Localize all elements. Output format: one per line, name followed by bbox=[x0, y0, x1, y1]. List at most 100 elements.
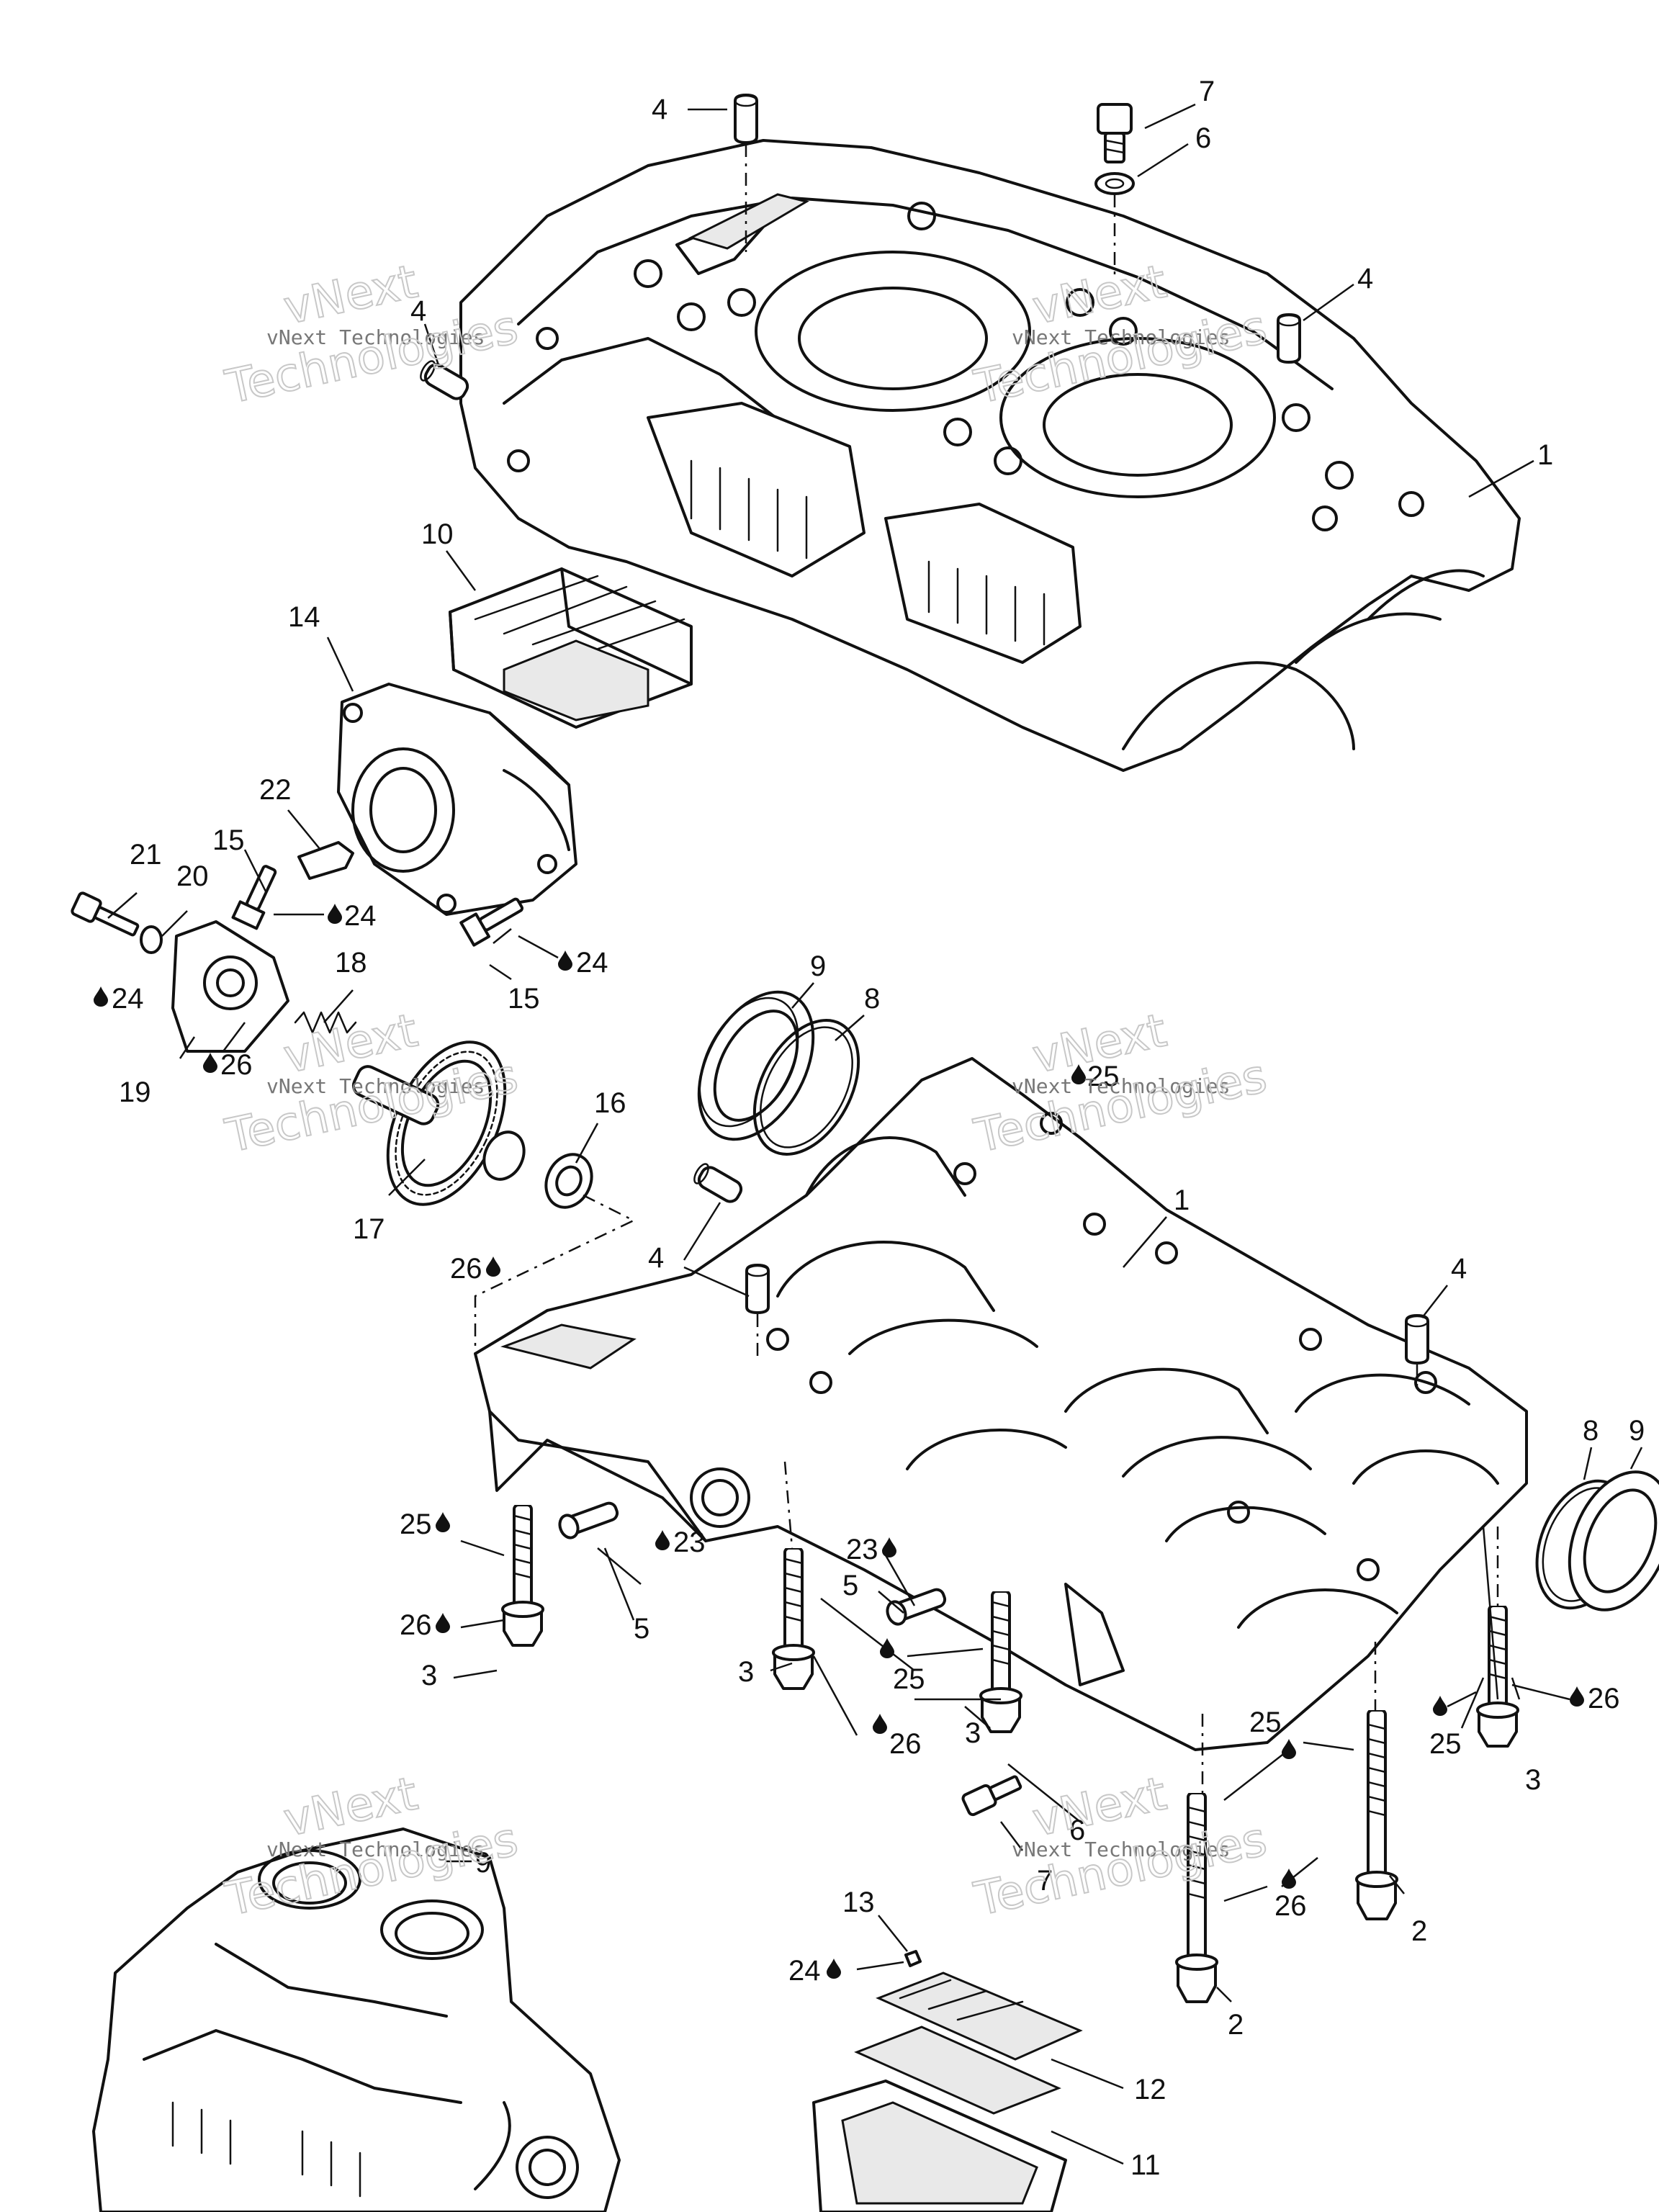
svg-text:vNext Technologies: vNext Technologies bbox=[1012, 1838, 1230, 1861]
lube-callout-26: 26 bbox=[873, 1714, 922, 1760]
callout-4: 4 bbox=[648, 1242, 664, 1274]
callout-26: 26 bbox=[1274, 1890, 1307, 1922]
svg-text:vNext Technologies: vNext Technologies bbox=[266, 325, 485, 349]
callout-19: 19 bbox=[119, 1076, 151, 1108]
callout-1: 1 bbox=[1174, 1184, 1190, 1216]
callout-13: 13 bbox=[842, 1887, 875, 1918]
callout-8: 8 bbox=[1583, 1415, 1599, 1447]
callout-3: 3 bbox=[421, 1660, 437, 1691]
dowel-pin bbox=[1405, 1314, 1429, 1364]
bolt-2 bbox=[1355, 1710, 1398, 1920]
callout-9: 9 bbox=[1629, 1415, 1645, 1447]
reed-cage-11 bbox=[812, 2080, 1067, 2212]
bolt-15-left bbox=[231, 865, 277, 930]
dowel-pin bbox=[693, 1163, 743, 1203]
reed-petal-12 bbox=[854, 1972, 1083, 2115]
rotary-valve-cover bbox=[171, 920, 289, 1053]
lube-callout-26: 26 bbox=[203, 1049, 253, 1081]
screw-13 bbox=[904, 1950, 922, 1967]
callout-3: 3 bbox=[965, 1717, 981, 1749]
lube-callout-25: 25 bbox=[1071, 1061, 1120, 1092]
callout-3: 3 bbox=[1525, 1764, 1541, 1796]
lube-callout-26: 26 bbox=[400, 1609, 450, 1641]
callout-labels: 4 7 6 4 4 1 10 14 22 21 15 20 24 24 24 1… bbox=[94, 76, 1645, 2181]
callout-22: 22 bbox=[259, 774, 292, 806]
callout-2: 2 bbox=[1228, 2009, 1244, 2041]
callout-24: 24 bbox=[112, 983, 144, 1015]
lube-callout-24: 24 bbox=[94, 983, 144, 1015]
callout-6: 6 bbox=[1069, 1815, 1085, 1846]
callout-4: 4 bbox=[1451, 1253, 1467, 1285]
callout-23: 23 bbox=[673, 1527, 706, 1558]
lube-callout-25: 25 bbox=[1429, 1696, 1462, 1760]
dowel-pin bbox=[420, 360, 469, 400]
callout-23: 23 bbox=[846, 1534, 878, 1565]
callout-25: 25 bbox=[1429, 1728, 1462, 1760]
lube-callout-25: 25 bbox=[400, 1509, 450, 1540]
callout-18: 18 bbox=[335, 947, 367, 979]
callout-9: 9 bbox=[475, 1847, 491, 1879]
bolt-3 bbox=[501, 1505, 544, 1647]
washer-20 bbox=[140, 925, 163, 954]
lube-callout-26: 26 bbox=[450, 1253, 500, 1285]
lube-callout-24: 24 bbox=[788, 1955, 841, 1987]
bolt-3 bbox=[1476, 1606, 1519, 1748]
callout-10: 10 bbox=[421, 518, 454, 550]
callout-25: 25 bbox=[400, 1509, 432, 1540]
callout-3: 3 bbox=[738, 1656, 754, 1688]
bolt-15-right bbox=[459, 897, 523, 947]
svg-text:vNext Technologies: vNext Technologies bbox=[266, 1074, 485, 1098]
callout-26: 26 bbox=[400, 1609, 432, 1641]
plug-5 bbox=[558, 1501, 619, 1539]
dowel-pin bbox=[1277, 313, 1301, 364]
callout-24: 24 bbox=[576, 947, 608, 979]
callout-26: 26 bbox=[889, 1728, 922, 1760]
lube-callout-24: 24 bbox=[328, 900, 377, 932]
callout-9: 9 bbox=[810, 950, 826, 982]
lube-callout-24: 24 bbox=[558, 947, 608, 979]
callout-24: 24 bbox=[344, 900, 377, 932]
callout-4: 4 bbox=[410, 295, 426, 327]
callout-26: 26 bbox=[1588, 1683, 1620, 1714]
lube-callout-23: 23 bbox=[846, 1534, 896, 1565]
callout-15: 15 bbox=[212, 824, 245, 856]
callout-20: 20 bbox=[176, 860, 209, 892]
o-ring-8-upper bbox=[752, 1019, 860, 1156]
svg-text:vNext: vNext bbox=[279, 255, 422, 335]
callout-11: 11 bbox=[1130, 2149, 1161, 2181]
lube-callout-26: 26 bbox=[1274, 1869, 1307, 1922]
svg-text:vNext Technologies: vNext Technologies bbox=[1012, 325, 1230, 349]
seal-9-lower bbox=[1568, 1470, 1659, 1611]
callout-25: 25 bbox=[1087, 1061, 1120, 1092]
callout-25: 25 bbox=[893, 1663, 925, 1695]
callout-5: 5 bbox=[634, 1613, 649, 1645]
spring-18 bbox=[294, 1011, 357, 1034]
dowel-pin bbox=[734, 94, 758, 144]
callout-24: 24 bbox=[788, 1955, 821, 1987]
clip-22 bbox=[297, 841, 354, 880]
reed-valve-block bbox=[449, 567, 693, 729]
screw-21 bbox=[71, 891, 140, 937]
svg-text:vNext Technologies: vNext Technologies bbox=[266, 1838, 485, 1861]
intake-manifold bbox=[337, 683, 577, 916]
lube-callout-25: 25 bbox=[1249, 1707, 1296, 1759]
upper-crankcase bbox=[459, 139, 1521, 772]
callout-4: 4 bbox=[652, 94, 667, 125]
callout-26: 26 bbox=[220, 1049, 253, 1081]
leader-lines bbox=[107, 103, 1643, 2165]
seal-9-upper bbox=[697, 990, 815, 1141]
callout-6: 6 bbox=[1195, 122, 1211, 154]
screw-7 bbox=[1097, 103, 1133, 163]
bearing-16 bbox=[544, 1153, 593, 1209]
callout-2: 2 bbox=[1411, 1915, 1427, 1947]
callout-16: 16 bbox=[594, 1087, 626, 1119]
callout-14: 14 bbox=[288, 601, 320, 633]
callout-12: 12 bbox=[1134, 2074, 1166, 2105]
svg-text:vNext Technologies: vNext Technologies bbox=[1012, 1074, 1230, 1098]
svg-text:vNext: vNext bbox=[1028, 1767, 1171, 1847]
assembled-engine-overview bbox=[92, 1827, 621, 2212]
drive-gear-17 bbox=[351, 1040, 526, 1206]
lower-crankcase bbox=[474, 1057, 1528, 1751]
callout-1: 1 bbox=[1537, 439, 1553, 471]
